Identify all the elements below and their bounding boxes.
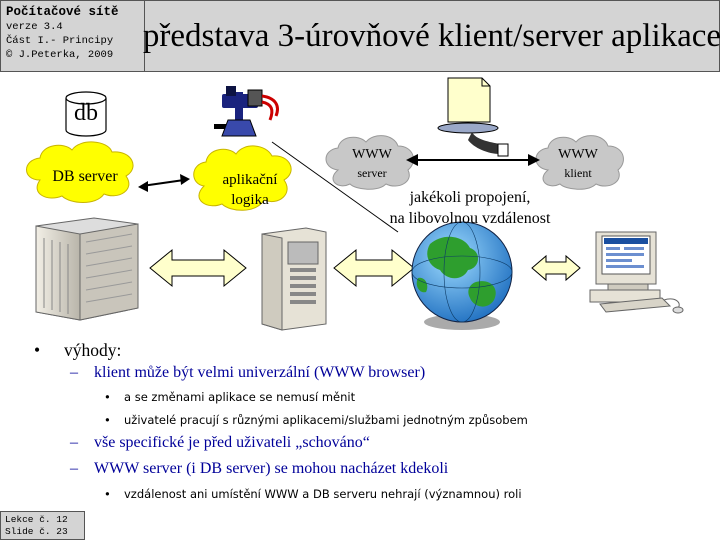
db-label: db xyxy=(74,100,98,127)
list-heading-text: výhody: xyxy=(64,340,121,360)
list-item-text: a se změnami aplikace se nemusí měnit xyxy=(124,390,355,404)
slide-title: představa 3-úrovňové klient/server aplik… xyxy=(143,18,720,55)
list-item-text: WWW server (i DB server) se mohou nacház… xyxy=(94,460,448,477)
architecture-diagram: db DB server aplikační logika WWW server… xyxy=(0,72,720,340)
list-item-text: klient může být velmi univerzální (WWW b… xyxy=(94,364,425,381)
course-title: Počítačové sítě xyxy=(6,4,139,20)
lesson-number: Lekce č. 12 xyxy=(5,514,80,526)
dash-icon: – xyxy=(70,460,94,478)
www-server-label: WWW server xyxy=(332,146,412,182)
list-heading: •výhody: xyxy=(34,340,121,361)
double-arrow-icon xyxy=(406,154,540,166)
list-item: •vzdálenost ani umístění WWW a DB server… xyxy=(104,487,522,501)
dash-icon: – xyxy=(70,364,94,382)
list-item: –vše specifické je před uživateli „schov… xyxy=(70,434,370,452)
www-client-label-line1: WWW xyxy=(538,146,618,164)
db-server-label: DB server xyxy=(40,168,130,186)
bullet-icon: • xyxy=(34,340,64,361)
served-page-icon xyxy=(438,78,508,156)
client-pc-icon xyxy=(590,232,683,313)
bullet-icon: • xyxy=(104,413,124,427)
bullet-icon: • xyxy=(104,390,124,404)
valve-icon xyxy=(214,86,277,136)
bullet-icon: • xyxy=(104,487,124,501)
www-server-label-line2: server xyxy=(332,164,412,182)
double-arrow-icon xyxy=(138,174,190,192)
slide-number: Slide č. 23 xyxy=(5,526,80,538)
dash-icon: – xyxy=(70,434,94,452)
course-part: Část I.- Principy xyxy=(6,34,139,48)
app-logic-label: aplikační logika xyxy=(204,170,296,210)
www-client-label: WWW klient xyxy=(538,146,618,182)
connection-note-line2: na libovolnou vzdálenost xyxy=(370,208,570,229)
diagram-graphics xyxy=(0,72,720,340)
www-server-label-line1: WWW xyxy=(332,146,412,164)
app-server-tower-icon xyxy=(262,228,326,330)
list-item: –WWW server (i DB server) se mohou nachá… xyxy=(70,460,448,478)
course-author: © J.Peterka, 2009 xyxy=(6,48,139,62)
connection-note-line1: jakékoli propojení, xyxy=(370,187,570,208)
title-bar: představa 3-úrovňové klient/server aplik… xyxy=(145,0,720,72)
course-info-box: Počítačové sítě verze 3.4 Část I.- Princ… xyxy=(0,0,145,72)
list-item: –klient může být velmi univerzální (WWW … xyxy=(70,364,425,382)
double-arrow-icon xyxy=(150,250,246,286)
slide-number-box: Lekce č. 12 Slide č. 23 xyxy=(0,511,85,540)
course-version: verze 3.4 xyxy=(6,20,139,34)
list-item-text: uživatelé pracují s různými aplikacemi/s… xyxy=(124,413,528,427)
list-item-text: vše specifické je před uživateli „schová… xyxy=(94,434,370,451)
double-arrow-icon xyxy=(532,256,580,280)
app-logic-label-line2: logika xyxy=(204,190,296,210)
globe-icon xyxy=(412,222,512,330)
double-arrow-icon xyxy=(334,250,414,286)
db-server-rack-icon xyxy=(36,218,138,320)
app-logic-label-line1: aplikační xyxy=(204,170,296,190)
www-client-label-line2: klient xyxy=(538,164,618,182)
list-item: •uživatelé pracují s různými aplikacemi/… xyxy=(104,413,528,427)
list-item-text: vzdálenost ani umístění WWW a DB serveru… xyxy=(124,487,522,501)
list-item: •a se změnami aplikace se nemusí měnit xyxy=(104,390,355,404)
connection-note: jakékoli propojení, na libovolnou vzdále… xyxy=(370,187,570,229)
